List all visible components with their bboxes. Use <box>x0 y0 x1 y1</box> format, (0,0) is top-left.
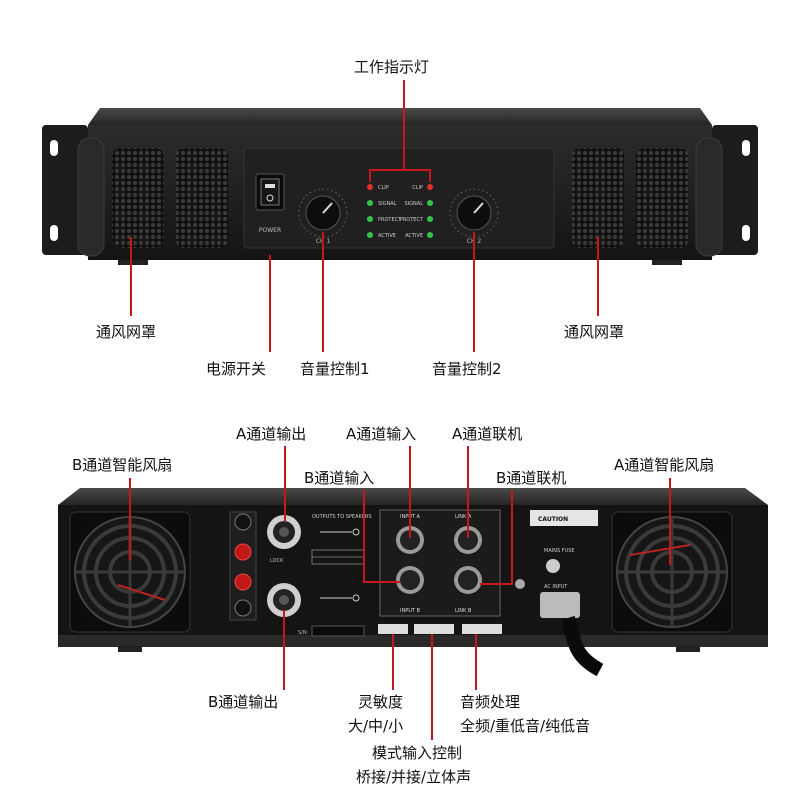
b-link-label: B通道联机 <box>496 469 567 487</box>
vent-grille-left-1 <box>112 148 164 248</box>
ac-input-text: AC INPUT <box>544 584 568 590</box>
b-input-label: B通道输入 <box>304 469 375 487</box>
a-fan-label: A通道智能风扇 <box>614 456 715 474</box>
xlr-link-a[interactable] <box>454 526 482 554</box>
power-switch-label: 电源开关 <box>206 360 267 378</box>
xlr-link-b[interactable] <box>454 566 482 594</box>
sensitivity-label: 灵敏度 <box>358 693 404 711</box>
mains-text: MAINS FUSE <box>544 548 575 554</box>
a-link-label: A通道联机 <box>452 425 523 443</box>
vent-grille-left-2 <box>176 148 228 248</box>
power-switch[interactable] <box>255 173 285 211</box>
audio-proc-switch[interactable] <box>462 624 502 634</box>
ac-input-socket[interactable] <box>540 592 580 618</box>
link-b-text: LINK B <box>455 608 472 614</box>
audio-proc-label: 音频处理 <box>460 693 521 711</box>
led-label-r-1: SIGNAL <box>405 201 424 207</box>
mode-label: 模式输入控制 <box>372 744 463 762</box>
led-label-l-0: CLIP <box>378 185 389 191</box>
volume1-label: 音量控制1 <box>300 360 370 378</box>
sn-text: S/N: <box>298 630 309 636</box>
volume-knob-1[interactable] <box>298 188 348 238</box>
ground-screw <box>515 579 525 589</box>
front-amplifier: POWER CH 1 CH 2 CLIP SIGNAL <box>42 108 758 265</box>
power-cord <box>561 615 604 677</box>
lock-text: LOCK <box>270 558 284 564</box>
a-input-label: A通道输入 <box>346 425 417 443</box>
vent-grille-right-2 <box>636 148 688 248</box>
b-channel-fan <box>69 511 191 633</box>
mode-options: 桥接/并接/立体声 <box>356 768 472 786</box>
led-label-r-0: CLIP <box>412 185 423 191</box>
mode-switch[interactable] <box>414 624 454 634</box>
rear-callouts <box>129 446 671 740</box>
fuse-holder[interactable] <box>546 559 560 573</box>
b-fan-label: B通道智能风扇 <box>72 456 173 474</box>
a-output-label: A通道输出 <box>236 425 307 443</box>
indicator-leds <box>367 184 433 238</box>
input-b-text: INPUT B <box>400 608 421 614</box>
caution-text: CAUTION <box>538 516 568 523</box>
led-label-l-2: PROTECT <box>378 217 402 223</box>
led-label-r-3: ACTIVE <box>405 233 423 239</box>
xlr-input-a[interactable] <box>396 526 424 554</box>
a-channel-fan <box>611 511 733 633</box>
indicator-label: 工作指示灯 <box>354 58 430 76</box>
led-label-l-3: ACTIVE <box>378 233 396 239</box>
audio-proc-options: 全频/重低音/纯低音 <box>460 717 591 735</box>
outputs-text: OUTPUTS TO SPEAKERS <box>312 514 372 520</box>
rear-amplifier: LOCK OUTPUTS TO SPEAKERS S/N: INPUT A LI… <box>58 488 768 677</box>
vent-grille-right-1 <box>572 148 624 248</box>
led-label-r-2: PROTECT <box>400 217 424 223</box>
b-output-label: B通道输出 <box>208 693 279 711</box>
sensitivity-switch[interactable] <box>378 624 408 634</box>
link-a-text: LINK A <box>455 514 472 520</box>
plug-icons <box>320 528 360 602</box>
speakon-a-output[interactable] <box>267 515 301 549</box>
volume2-label: 音量控制2 <box>432 360 502 378</box>
xlr-input-b[interactable] <box>396 566 424 594</box>
binding-posts[interactable] <box>229 511 257 621</box>
vent-label-right: 通风网罩 <box>564 323 625 341</box>
vent-label-left: 通风网罩 <box>96 323 157 341</box>
led-label-l-1: SIGNAL <box>378 201 397 207</box>
sensitivity-options: 大/中/小 <box>348 717 404 735</box>
speakon-b-output[interactable] <box>267 583 301 617</box>
power-text: POWER <box>259 227 281 234</box>
front-callouts <box>130 80 599 352</box>
volume-knob-2[interactable] <box>449 188 499 238</box>
caution-label <box>530 510 598 526</box>
